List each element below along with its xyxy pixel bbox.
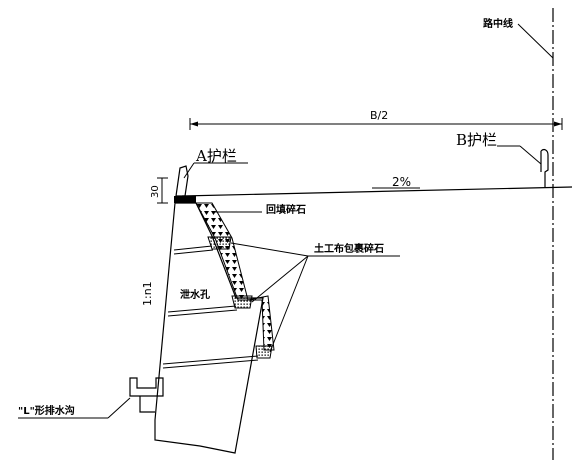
l-shaped-drain [129, 377, 164, 397]
road-center-leader [517, 23, 554, 59]
weep-hole-3a [162, 355, 259, 365]
weep-hole-3b [162, 359, 259, 369]
weep-hole-2b [167, 309, 238, 317]
dim-arrow-left [190, 121, 198, 127]
geotextile-leader-3 [269, 255, 309, 353]
drain-foot [139, 396, 155, 413]
guardrail-b-post [540, 149, 549, 187]
guardrail-a-leader [183, 162, 195, 179]
guardrail-b-leader-2 [519, 145, 542, 165]
slope-label: 2% [392, 175, 411, 189]
wall-cap [174, 196, 196, 203]
height-label: 30 [150, 185, 161, 198]
geotextile-leader-2 [251, 255, 309, 303]
guardrail-a-parapet [175, 165, 189, 197]
weep-hole-label: 泄水孔 [180, 288, 210, 301]
weep-hole-1b [173, 249, 214, 255]
backfill-label: 回填碎石 [266, 203, 306, 216]
backfill-gravel [195, 202, 275, 351]
geotextile-pocket-2 [231, 295, 253, 309]
geotextile-leader-1 [230, 242, 309, 257]
dim-arrow-right [554, 121, 562, 127]
geotextile-label: 土工布包裹碎石 [314, 242, 384, 255]
geotextile-pocket-3 [255, 345, 273, 359]
weep-hole-2a [167, 305, 237, 313]
guardrail-a-label: A护栏 [195, 147, 237, 165]
slope-ratio-label: 1:n1 [141, 281, 154, 306]
geotextile-pocket-1 [207, 236, 232, 250]
drain-leader [107, 397, 131, 419]
weep-hole-1a [173, 245, 213, 251]
road-surface [181, 186, 573, 197]
guardrail-b-label: B护栏 [456, 131, 497, 149]
drain-label: "L"形排水沟 [18, 404, 75, 417]
half-width-label: B/2 [370, 109, 388, 122]
road-center-label: 路中线 [483, 17, 513, 30]
retaining-wall-body [154, 202, 264, 454]
